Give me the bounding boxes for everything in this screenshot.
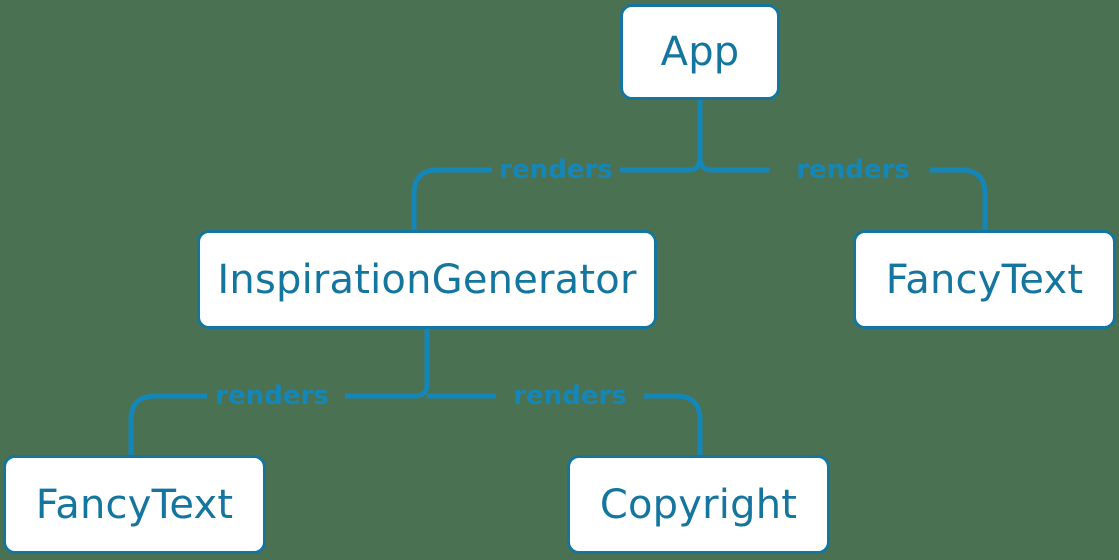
node-fancytext-bottom[interactable]: FancyText [3, 455, 266, 554]
node-fancytext-right[interactable]: FancyText [853, 230, 1116, 329]
edge-label-app-to-inspiration-generator: renders [499, 155, 613, 185]
node-fancytext-bottom-label: FancyText [35, 481, 234, 528]
node-inspiration-generator[interactable]: InspirationGenerator [197, 230, 657, 329]
edge-label-inspiration-generator-to-fancytext-bottom: renders [215, 381, 329, 411]
node-copyright-label: Copyright [599, 481, 798, 528]
edge-app-junction-right [697, 157, 713, 173]
node-app-label: App [660, 29, 740, 75]
node-fancytext-right-label: FancyText [885, 256, 1084, 303]
edge-app-to-fancytext-corner [960, 167, 988, 230]
edge-app-to-inspirationgenerator-corner [411, 167, 439, 230]
edge-inspirationgenerator-to-fancytext-corner [128, 393, 156, 455]
node-copyright[interactable]: Copyright [567, 455, 830, 554]
edge-label-inspiration-generator-to-copyright: renders [513, 381, 627, 411]
edge-inspirationgenerator-junction-left [414, 383, 430, 399]
node-inspiration-generator-label: InspirationGenerator [217, 256, 637, 303]
edge-label-app-to-fancytext-right: renders [796, 155, 910, 185]
edge-inspirationgenerator-to-copyright-corner [675, 393, 703, 455]
node-app[interactable]: App [620, 4, 780, 100]
